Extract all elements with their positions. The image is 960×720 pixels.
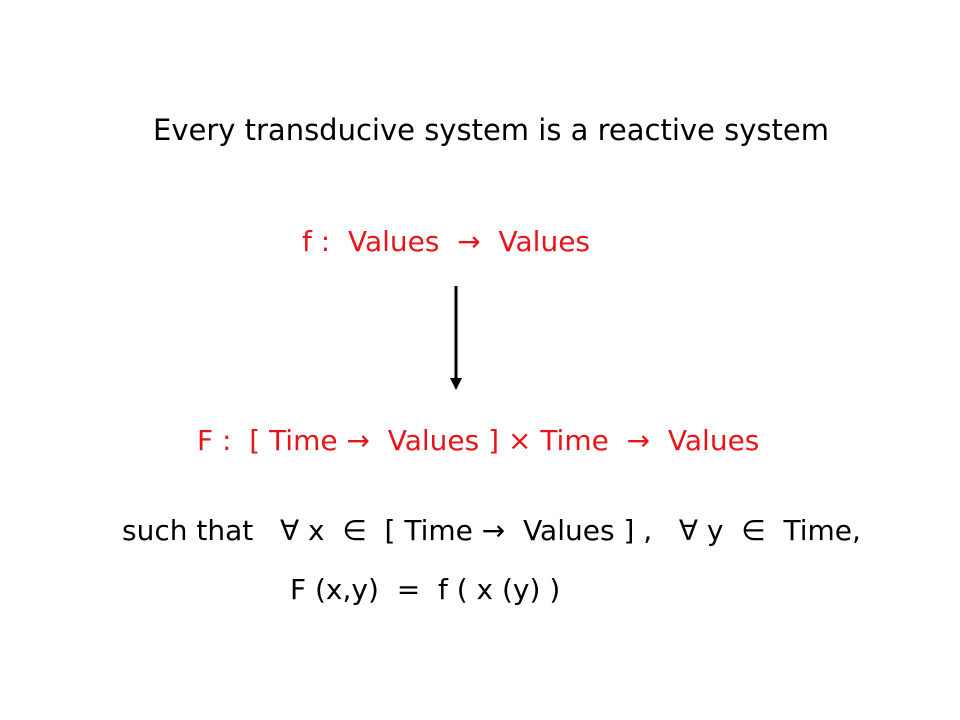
defining-equation: F (x,y) = f ( x (y) ) — [290, 573, 561, 606]
function-definition: f : Values → Values — [302, 225, 591, 258]
quantifier-condition: such that ∀ x ∈ [ Time → Values ] , ∀ y … — [122, 514, 861, 547]
down-arrow-icon — [450, 286, 462, 390]
lifted-function-definition: F : [ Time → Values ] × Time → Values — [197, 424, 760, 457]
slide-title: Every transducive system is a reactive s… — [153, 113, 829, 147]
